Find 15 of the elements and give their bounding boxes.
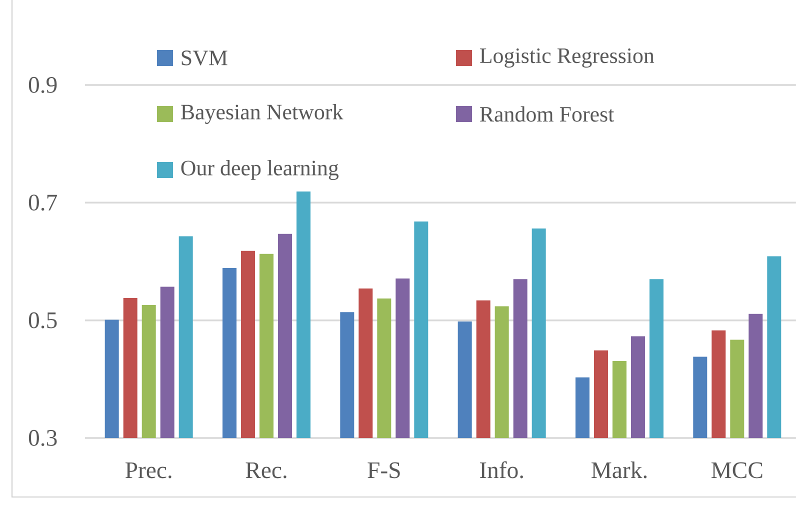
category-label: Rec. [246, 462, 286, 478]
legend-label: Random Forest [480, 106, 614, 122]
tick-label: 0.5 [28, 312, 57, 328]
category-label: F-S [368, 462, 400, 478]
legend-label: Logistic Regression [480, 48, 654, 68]
legend-label: Bayesian Network [181, 104, 344, 124]
tick-label: 0.9 [28, 76, 57, 94]
legend-label: Our deep learning [181, 160, 339, 180]
category-label: MCC [711, 462, 762, 478]
category-label: Mark. [592, 462, 647, 478]
tick-label: 0.3 [28, 430, 57, 446]
category-label: Info. [480, 461, 523, 478]
legend-label: SVM [182, 50, 228, 66]
tick-label: 0.7 [28, 194, 57, 211]
category-label: Prec. [126, 462, 172, 478]
